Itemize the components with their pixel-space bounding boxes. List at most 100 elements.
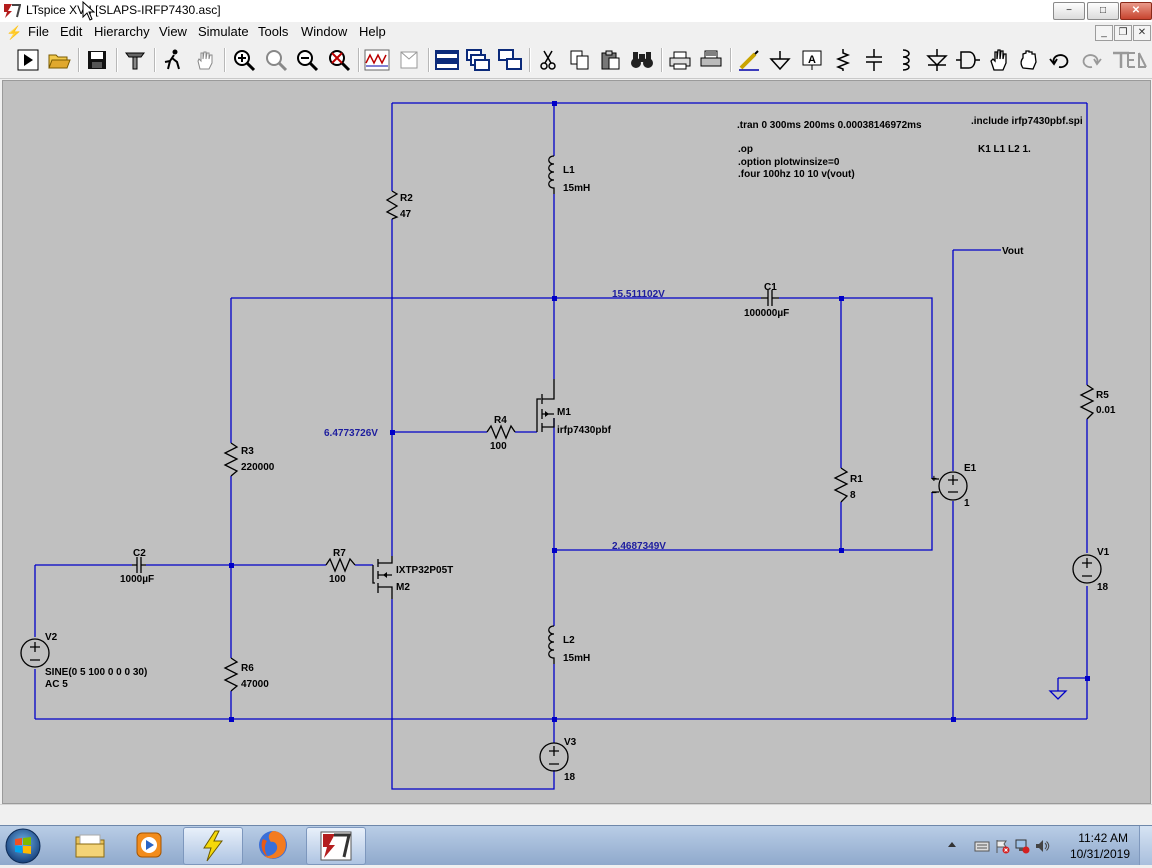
voltage-source-V2[interactable]: V2 SINE(0 5 100 0 0 0 30) AC 5	[20, 632, 147, 690]
find-button[interactable]	[629, 47, 655, 73]
directive-four: .four 100hz 10 10 v(vout)	[738, 169, 855, 180]
clock-time[interactable]: 11:42 AM	[1078, 831, 1128, 845]
window-maximize-button[interactable]: □	[1087, 2, 1119, 20]
resistor-R4[interactable]: R4 100	[486, 415, 516, 452]
mosfet-M2[interactable]: IXTP32P05T M2	[372, 556, 453, 599]
open-button[interactable]	[46, 47, 72, 73]
voltage-source-V1[interactable]: V1 18	[1072, 547, 1110, 593]
spice-directives[interactable]: .tran 0 300ms 200ms 0.00038146972ms .op …	[737, 116, 1083, 180]
inductor-L1[interactable]: L1 15mH	[548, 155, 591, 194]
draw-wire-button[interactable]	[736, 47, 762, 73]
taskbar-ltspice-launcher[interactable]	[183, 827, 243, 865]
show-hidden-icons-icon[interactable]	[946, 839, 958, 851]
autorange-button[interactable]	[396, 47, 422, 73]
diode-button[interactable]	[924, 47, 950, 73]
R5-value: 0.01	[1096, 405, 1116, 416]
document-icon[interactable]: ⚡	[6, 25, 23, 40]
menu-simulate[interactable]: Simulate	[198, 24, 249, 39]
inductor-button[interactable]	[892, 47, 918, 73]
clock-date[interactable]: 10/31/2019	[1069, 847, 1130, 861]
zoom-in-button[interactable]	[231, 47, 257, 73]
resistor-R1[interactable]: R1 8	[833, 467, 863, 503]
menu-window[interactable]: Window	[301, 24, 348, 39]
undo-icon	[1049, 54, 1069, 69]
zoom-fit-button[interactable]	[326, 47, 352, 73]
print-preview-button[interactable]	[667, 47, 693, 73]
taskbar-firefox[interactable]	[244, 827, 302, 863]
E1-value: 1	[964, 498, 970, 509]
net-label-vout[interactable]: Vout	[1002, 246, 1024, 257]
window-minimize-button[interactable]: −	[1053, 2, 1085, 20]
mdi-restore-button[interactable]: ❐	[1114, 25, 1132, 41]
redo-button[interactable]	[1078, 47, 1104, 73]
undo-button[interactable]	[1047, 47, 1073, 73]
tile-vertical-button[interactable]	[497, 47, 523, 73]
run-button[interactable]	[15, 47, 41, 73]
action-center-flag-icon[interactable]	[994, 838, 1010, 854]
zoom-out-button[interactable]	[294, 47, 320, 73]
cascade-button[interactable]	[465, 47, 491, 73]
network-icon[interactable]	[1014, 838, 1030, 854]
taskbar-media-player[interactable]	[120, 827, 178, 863]
taskbar-ltspice[interactable]	[306, 827, 366, 865]
menu-file[interactable]: File	[28, 24, 49, 39]
menu-help[interactable]: Help	[359, 24, 386, 39]
keyboard-icon[interactable]	[974, 838, 990, 854]
resistor-R6[interactable]: R6 47000	[223, 657, 269, 692]
taskbar: 11:42 AM 10/31/2019	[0, 825, 1152, 865]
tile-horizontal-button[interactable]	[434, 47, 460, 73]
show-desktop-button[interactable]	[1139, 826, 1152, 865]
taskbar-explorer[interactable]	[61, 827, 119, 863]
label-net-button[interactable]: A	[799, 47, 825, 73]
paste-button[interactable]	[597, 47, 623, 73]
spice-directive-button[interactable]	[1124, 47, 1150, 73]
directive-op: .op	[738, 144, 753, 155]
menu-hierarchy[interactable]: Hierarchy	[94, 24, 150, 39]
mdi-minimize-button[interactable]: _	[1095, 25, 1113, 41]
V3-value: 18	[564, 772, 576, 783]
zoom-area-button[interactable]	[263, 47, 289, 73]
print-button[interactable]	[698, 47, 724, 73]
menu-edit[interactable]: Edit	[60, 24, 83, 39]
inductor-L2[interactable]: L2 15mH	[548, 625, 591, 664]
resistor-R7[interactable]: R7 100	[325, 548, 356, 585]
find-icon	[631, 52, 653, 68]
vcvs-E1[interactable]: + − E1 1	[931, 463, 977, 509]
open-folder-icon	[48, 54, 71, 69]
save-icon	[88, 51, 106, 69]
component-button[interactable]	[955, 47, 981, 73]
capacitor-C1[interactable]: C1 100000µF	[744, 282, 789, 319]
cut-icon	[540, 50, 556, 70]
zoom-out-icon	[297, 50, 319, 72]
waveform-button[interactable]	[364, 47, 390, 73]
pan-button[interactable]	[192, 47, 218, 73]
resistor-R5[interactable]: R5 0.01	[1079, 384, 1116, 420]
drag-button[interactable]	[1016, 47, 1042, 73]
autorange-icon	[400, 51, 418, 69]
resistor-R2[interactable]: R2 47	[385, 190, 413, 220]
menu-tools[interactable]: Tools	[258, 24, 289, 39]
window-close-button[interactable]: ✕	[1120, 2, 1152, 20]
ground-button[interactable]	[767, 47, 793, 73]
start-button[interactable]	[4, 827, 42, 865]
schematic-canvas[interactable]: L1 15mH L2 15mH R2 47 R3 220000 R6 47000	[2, 80, 1151, 804]
copy-button[interactable]	[566, 47, 592, 73]
resistor-R3[interactable]: R3 220000	[223, 442, 275, 477]
mdi-close-button[interactable]: ✕	[1133, 25, 1151, 41]
move-button[interactable]	[986, 47, 1012, 73]
run-icon	[17, 49, 39, 71]
resistor-button[interactable]	[830, 47, 856, 73]
tile-vertical-icon	[498, 49, 522, 70]
control-panel-button[interactable]	[122, 47, 148, 73]
voltage-source-V3[interactable]: V3 18	[539, 737, 577, 783]
volume-icon[interactable]	[1034, 838, 1050, 854]
mosfet-M1[interactable]: M1 irfp7430pbf	[536, 379, 612, 436]
capacitor-button[interactable]	[861, 47, 887, 73]
save-button[interactable]	[84, 47, 110, 73]
cut-button[interactable]	[535, 47, 561, 73]
text-button[interactable]	[1108, 47, 1134, 73]
capacitor-C2[interactable]: C2 1000µF	[120, 548, 154, 585]
menu-view[interactable]: View	[159, 24, 187, 39]
wires	[34, 102, 1088, 790]
halt-button[interactable]	[160, 47, 186, 73]
